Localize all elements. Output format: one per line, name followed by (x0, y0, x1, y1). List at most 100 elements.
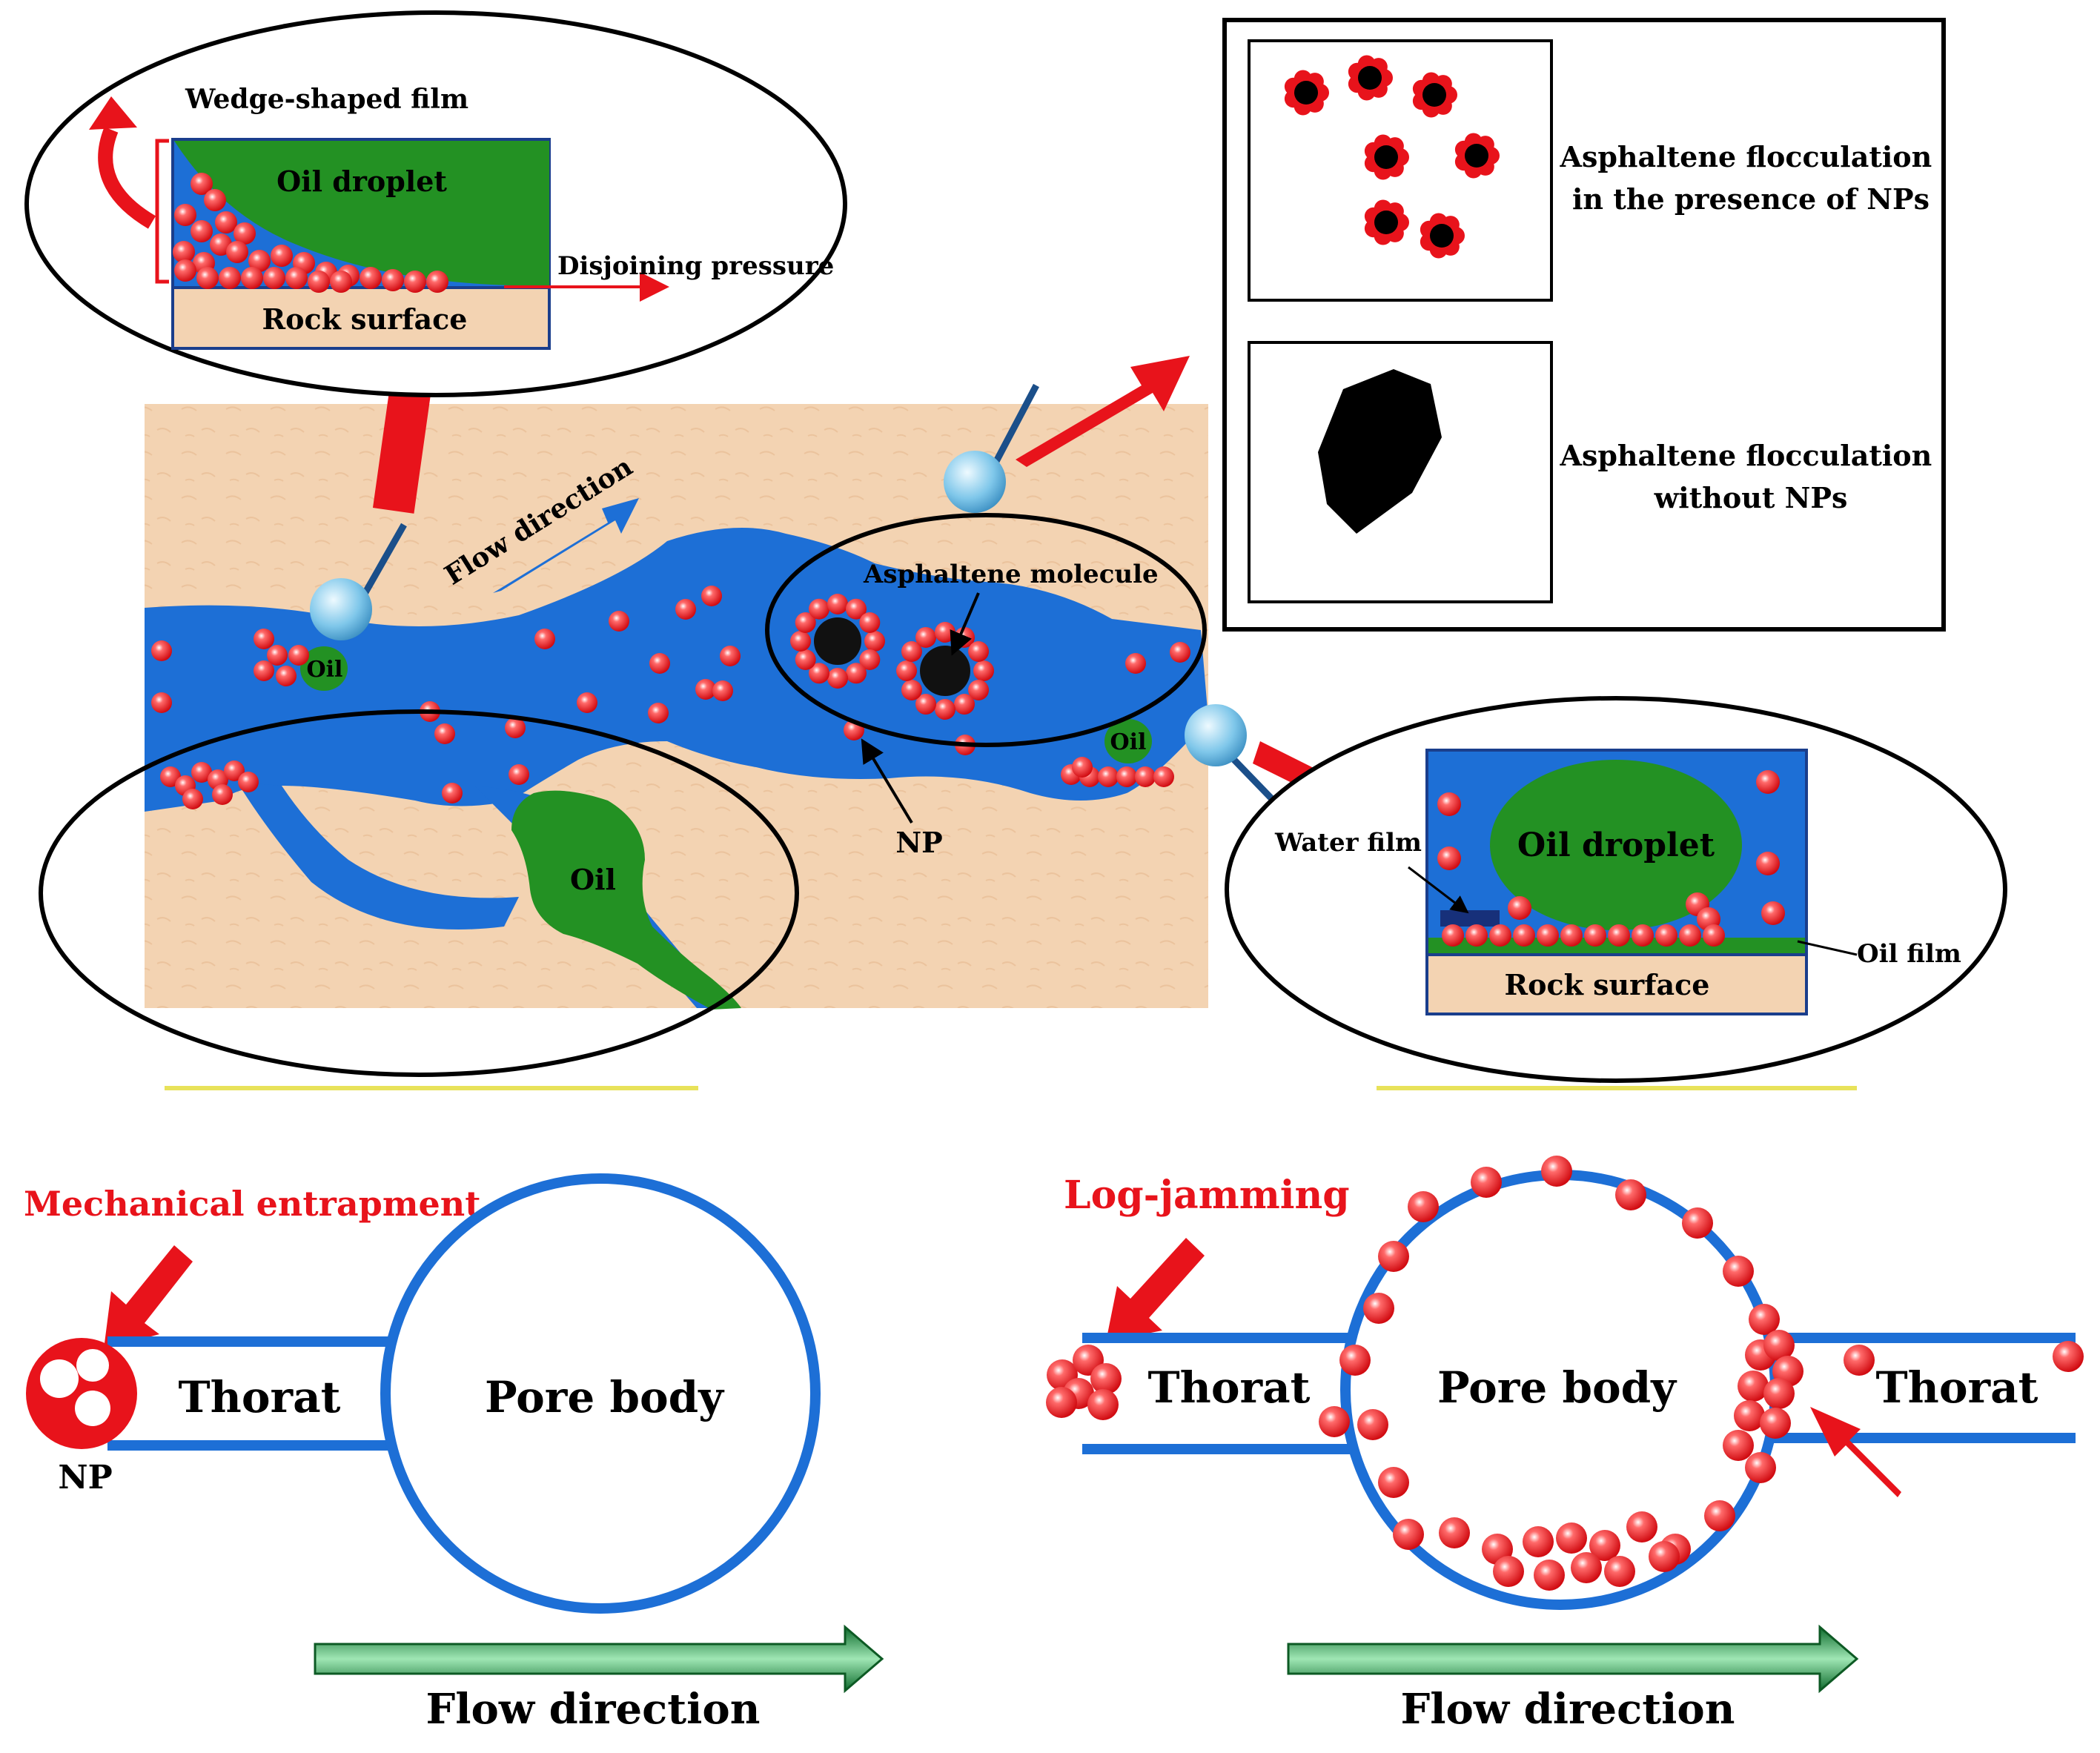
floc-core (1465, 144, 1488, 168)
film-nanoparticle (1632, 924, 1654, 947)
label-rock-surface-wedge: Rock surface (262, 302, 468, 336)
zoom-ellipse-asphaltene (765, 513, 1207, 747)
channel-nanoparticle (534, 629, 555, 649)
asphaltene-aggregate (1318, 369, 1442, 534)
wedge-nanoparticle (233, 222, 256, 245)
label-oil-channel-1: Oil (307, 657, 343, 683)
jam-nanoparticle (1523, 1526, 1554, 1557)
wedge-nanoparticle (308, 271, 330, 293)
channel-nanoparticle (254, 629, 274, 649)
channel-nanoparticle (1072, 757, 1093, 778)
film-nanoparticle (1655, 924, 1677, 947)
channel-nanoparticle (1098, 766, 1119, 787)
asphaltene-ring-nanoparticle (968, 641, 990, 662)
label-water-film: Water film (1274, 828, 1422, 858)
asphaltene-ring-nanoparticle (915, 626, 936, 648)
wedge-curved-arrow (98, 127, 156, 229)
asphaltene-ring-nanoparticle (896, 660, 917, 681)
film-nanoparticle (1513, 924, 1535, 947)
asphaltene-ring-nanoparticle (968, 680, 990, 700)
probe-2 (990, 383, 1039, 469)
bubble-3 (1185, 704, 1247, 766)
flow-arrow-channel (493, 498, 639, 593)
jam-nanoparticle (1723, 1256, 1754, 1287)
channel-nanoparticle (212, 784, 233, 805)
floc-core (1374, 211, 1398, 234)
jam-nanoparticle (1319, 1406, 1350, 1437)
asphaltene-ring-nanoparticle (859, 649, 881, 670)
label-rock-surface-film: Rock surface (1505, 968, 1710, 1001)
channel-nanoparticle (254, 660, 274, 681)
label-wedge-film: Wedge-shaped film (185, 84, 468, 115)
wedge-nanoparticles (173, 173, 448, 293)
label-oil-droplet-film: Oil droplet (1517, 826, 1715, 864)
jam-nanoparticle (1408, 1191, 1439, 1222)
floc-core (1358, 66, 1382, 90)
asphaltene-ring-nanoparticle (901, 680, 922, 700)
film-nanoparticle (1560, 924, 1583, 947)
label-oil-film: Oil film (1857, 939, 1961, 969)
label-oil-droplet-wedge: Oil droplet (276, 165, 447, 198)
channel-nanoparticle (276, 666, 297, 686)
channel-nanoparticle (695, 679, 716, 700)
jam-nanoparticle (1339, 1345, 1371, 1376)
pore-body-left (380, 1173, 821, 1614)
asphaltene-ring-nanoparticle (859, 612, 881, 633)
jam-nanoparticle (1649, 1541, 1680, 1572)
channel-nanoparticle (191, 762, 212, 783)
jam-nanoparticle (1682, 1207, 1713, 1239)
probe-1 (359, 523, 407, 601)
asphaltene-core-2 (920, 646, 970, 696)
wedge-nanoparticle (404, 271, 426, 293)
film-nanoparticle (1489, 924, 1511, 947)
jam-nanoparticle (1704, 1500, 1735, 1531)
log-jamming-panel: Log-jamming Thorat Pore body Thorat Flow… (1046, 1156, 2084, 1734)
wedge-film-bracket (155, 139, 169, 284)
wedge-nanoparticle (248, 250, 271, 272)
jam-nanoparticle (1493, 1556, 1524, 1587)
bubble-1 (310, 578, 372, 640)
label-flow-direction-left: Flow direction (426, 1685, 761, 1734)
label-disjoining-pressure: Disjoining pressure (557, 251, 834, 281)
channel-nanoparticles (151, 586, 1190, 809)
asphaltene-flocs-with-nps (1284, 55, 1500, 259)
jam-nanoparticle (1471, 1167, 1502, 1198)
entrapment-arrow (104, 1245, 193, 1349)
arrow-to-asphaltene-panel (1016, 356, 1190, 467)
floc-core (1374, 145, 1398, 169)
film-water-bar (1440, 910, 1500, 927)
jam-nanoparticle (1541, 1156, 1572, 1187)
film-nanoparticle (1761, 901, 1785, 925)
jam-nanoparticle (1626, 1511, 1657, 1542)
jam-nanoparticle (1393, 1519, 1424, 1550)
channel-nanoparticle (577, 692, 597, 713)
channel-nanoparticle (238, 772, 259, 792)
asphaltene-core-1 (814, 617, 861, 665)
porous-rock-block (145, 404, 1208, 1010)
label-oil-large: Oil (570, 863, 616, 896)
asphaltene-ring-nanoparticle (846, 598, 867, 620)
channel-nanoparticle (675, 599, 696, 620)
jam-nanoparticle (1734, 1400, 1765, 1431)
label-pore-body-right: Pore body (1437, 1362, 1677, 1413)
asphaltene-ring-nanoparticle (915, 694, 936, 715)
wedge-nanoparticle (196, 267, 219, 289)
channel-nanoparticle (224, 760, 245, 781)
jam-nanoparticle (1760, 1408, 1791, 1439)
jam-nanoparticle (1745, 1452, 1776, 1483)
oil-blob-small-1 (300, 646, 348, 691)
wedge-nanoparticle (330, 271, 352, 293)
label-throat-right-b: Thorat (1876, 1362, 2038, 1413)
wedge-nanoparticle (191, 220, 213, 242)
wedge-nanoparticle (271, 245, 293, 267)
channel-nanoparticle (288, 645, 309, 666)
channel-nanoparticle (509, 764, 529, 785)
film-nanoparticle (1442, 924, 1464, 947)
label-pore-body-left: Pore body (485, 1372, 725, 1422)
film-nanoparticle (1537, 924, 1559, 947)
flow-arrow-left (314, 1624, 884, 1694)
jam-arrow-right (1810, 1407, 1901, 1497)
film-nanoparticle (1703, 924, 1725, 947)
film-nanoparticle (1679, 924, 1701, 947)
